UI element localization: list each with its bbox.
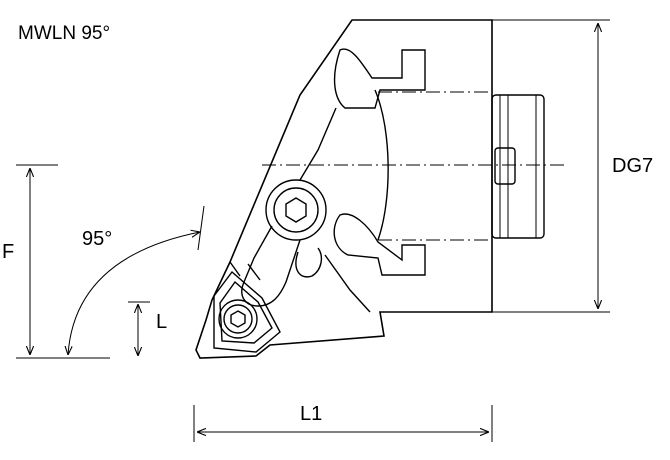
dimension-l-label: L (156, 311, 167, 333)
drawing-title: MWLN 95° (18, 23, 110, 44)
angle-label: 95° (82, 228, 112, 250)
center-lines (262, 91, 565, 241)
dimension-f: F (2, 164, 110, 359)
angle-dimension: 95° (68, 205, 205, 355)
tool-holder-body (195, 19, 493, 359)
insert-screw (218, 299, 258, 339)
dimension-dg7: DG7 (355, 19, 653, 313)
dimension-l: L (128, 301, 167, 356)
insert-pocket (213, 270, 281, 353)
clamp-lever (229, 225, 323, 307)
dimension-f-label: F (2, 241, 14, 263)
dimension-dg7-label: DG7 (612, 155, 653, 177)
shank-stub (491, 94, 545, 239)
dimension-l1: L1 (193, 403, 493, 442)
dimension-l1-label: L1 (300, 403, 322, 425)
clamp-screw (265, 179, 327, 241)
